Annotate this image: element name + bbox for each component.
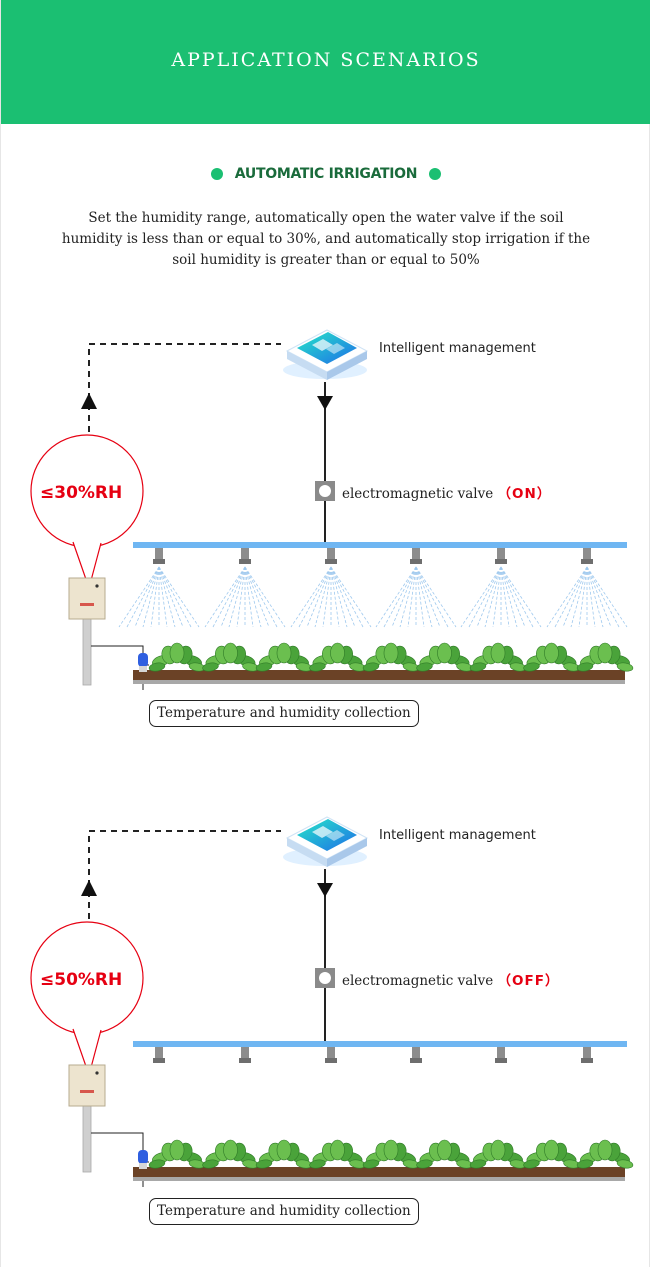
header-title: APPLICATION SCENARIOS: [171, 49, 481, 71]
valve-state: （OFF）: [497, 973, 560, 989]
intelligent-management-icon: [283, 816, 369, 867]
plant-icon: [202, 1139, 259, 1169]
arrow-down-icon: [317, 396, 333, 410]
arrow-down-icon: [317, 883, 333, 897]
sprinkler-nozzle: [495, 1047, 507, 1063]
green-dot-icon: [429, 168, 442, 180]
valve-label: electromagnetic valve （OFF）: [342, 973, 560, 989]
plant-icon: [309, 1139, 366, 1169]
electromagnetic-valve-icon: [315, 968, 335, 988]
sprinkler-nozzle: [118, 548, 200, 628]
plant-icon: [202, 642, 259, 672]
plant-icon: [148, 1139, 206, 1169]
humidity-threshold: ≤50%RH: [40, 970, 123, 990]
intelligent-management-icon: [283, 329, 369, 380]
arrow-up-icon: [81, 393, 97, 409]
management-label: Intelligent management: [379, 341, 536, 356]
scene-diagram: [30, 329, 634, 690]
valve-label: electromagnetic valve （ON）: [342, 486, 552, 502]
humidity-bubble: [30, 921, 144, 1078]
humidity-sensor-icon: [138, 653, 148, 672]
plant-icon: [469, 642, 527, 672]
collection-label: Temperature and humidity collection: [149, 1198, 419, 1225]
plant-icon: [576, 642, 634, 672]
plant-icon: [416, 642, 473, 672]
sprinkler-nozzle: [325, 1047, 337, 1063]
plant-icon: [576, 1139, 634, 1169]
section-title: AUTOMATIC IRRIGATION: [234, 166, 418, 182]
management-label: Intelligent management: [379, 828, 536, 843]
plant-icon: [469, 1139, 527, 1169]
sprinkler-nozzle: [239, 1047, 251, 1063]
section-title-row: AUTOMATIC IRRIGATION: [1, 163, 650, 185]
irrigation-pipe: [133, 1041, 627, 1047]
plant-icon: [255, 642, 313, 672]
sprinkler-nozzle: [290, 548, 372, 628]
plant-icon: [416, 1139, 473, 1169]
sprinkler-nozzle: [546, 548, 628, 628]
plant-icon: [255, 1139, 313, 1169]
plant-icon: [362, 1139, 420, 1169]
electromagnetic-valve-icon: [315, 481, 335, 501]
sensor-wire: [91, 1132, 144, 1167]
controller-box: [68, 1064, 106, 1173]
humidity-threshold: ≤30%RH: [40, 483, 123, 503]
plant-icon: [309, 642, 366, 672]
sprinkler-nozzle: [204, 548, 286, 628]
soil-bed: [133, 670, 625, 680]
humidity-sensor-icon: [138, 1150, 148, 1169]
sprinkler-nozzle: [410, 1047, 422, 1063]
plant-icon: [362, 642, 420, 672]
plant-icon: [523, 642, 580, 672]
sprinkler-nozzle: [375, 548, 457, 628]
arrow-up-icon: [81, 880, 97, 896]
plant-icon: [523, 1139, 580, 1169]
section-description: Set the humidity range, automatically op…: [61, 210, 591, 268]
plant-icon: [148, 642, 206, 672]
valve-state: （ON）: [497, 486, 552, 502]
feedback-dashed-line: [88, 343, 281, 432]
controller-box: [68, 577, 106, 686]
irrigation-pipe: [133, 542, 627, 548]
scene-diagram: [30, 816, 634, 1187]
header-banner: APPLICATION SCENARIOS: [1, 0, 650, 124]
sprinkler-nozzle: [153, 1047, 165, 1063]
soil-bed: [133, 1167, 625, 1177]
feedback-dashed-line: [88, 830, 281, 919]
humidity-bubble: [30, 434, 144, 591]
collection-label: Temperature and humidity collection: [149, 700, 419, 727]
sprinkler-nozzle: [460, 548, 542, 628]
green-dot-icon: [210, 168, 223, 180]
sprinkler-nozzle: [581, 1047, 593, 1063]
